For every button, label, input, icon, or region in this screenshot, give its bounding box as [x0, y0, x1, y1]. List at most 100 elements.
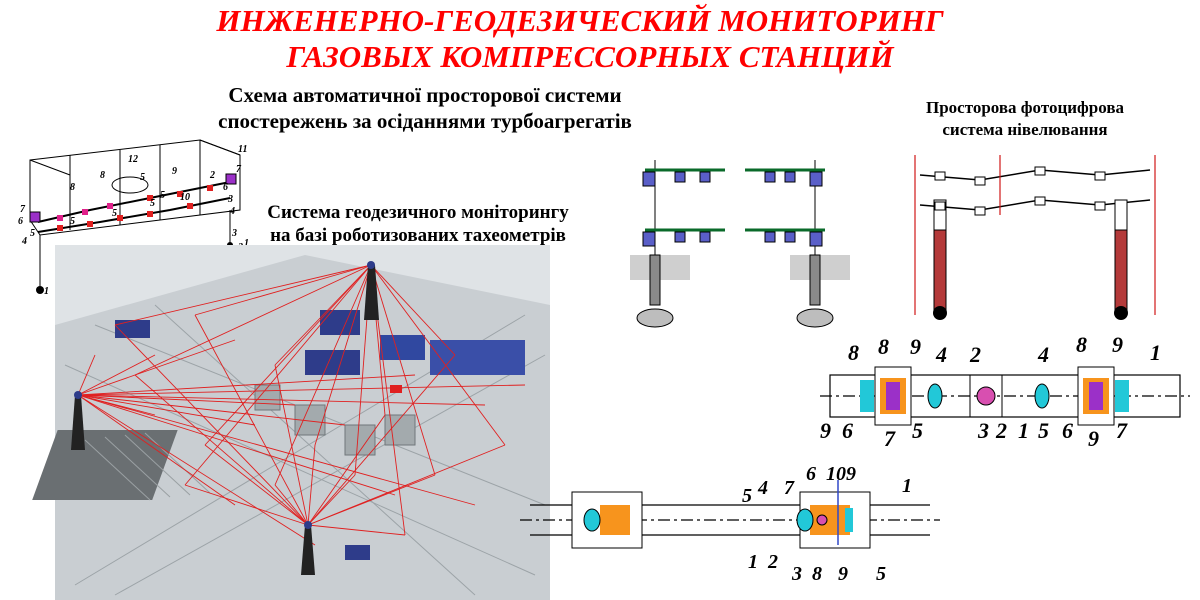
pipe-label-bottom-6: 1	[1018, 418, 1029, 443]
pipe-label-top-3: 4	[935, 342, 947, 367]
sensor-diagrams	[630, 160, 850, 328]
lower-label-top-3: 6	[806, 463, 816, 485]
scheme-heading-line1: Схема автоматичної просторової системи	[228, 83, 622, 107]
scheme-heading-line2: спостережень за осіданнями турбоагрегаті…	[218, 109, 632, 133]
tacheometer-rays	[77, 264, 526, 546]
pipe-label-top-4: 2	[969, 342, 981, 367]
frame-mark-8	[117, 215, 123, 221]
ray-17	[77, 394, 346, 426]
frame-label-19: 4	[229, 206, 235, 217]
frame-mark-5	[207, 185, 213, 191]
pipe-label-top-7: 9	[1112, 332, 1123, 357]
frame-label-6: 7	[236, 164, 242, 175]
ray-18	[77, 374, 416, 396]
pipe-label-bottom-1: 6	[842, 418, 853, 443]
pipe-label-top-8: 1	[1150, 340, 1161, 365]
lower-label-bottom-5: 5	[876, 563, 886, 585]
frame-label-5: 9	[172, 166, 177, 177]
frame-label-17: 5	[112, 208, 117, 219]
ray-32	[307, 414, 386, 526]
frame-mark-1	[82, 209, 88, 215]
ray-30	[274, 364, 309, 526]
lower-label-bottom-0: 1	[748, 551, 758, 573]
ray-11	[274, 264, 372, 486]
frame-mark-9	[147, 211, 153, 217]
lower-label-top-4: 10	[826, 463, 846, 485]
frame-mark-10	[187, 203, 193, 209]
ray-25	[77, 394, 316, 546]
frame-label-22: 1	[244, 238, 249, 249]
ray-37	[204, 444, 309, 526]
ray-33	[307, 354, 456, 526]
pipe-label-bottom-7: 5	[1038, 418, 1049, 443]
lower-label-bottom-3: 8	[812, 563, 822, 585]
ray-22	[77, 394, 256, 426]
frame-label-0: 11	[238, 144, 247, 155]
pipe-label-top-1: 8	[878, 334, 889, 359]
frame-label-8: 6	[223, 182, 228, 193]
ray-38	[184, 484, 309, 526]
frame-mark-6	[57, 225, 63, 231]
pipe-label-bottom-0: 9	[820, 418, 831, 443]
geodetic-heading-line1: Система геодезичного моніторингу	[267, 202, 569, 223]
frame-label-13: 6	[18, 216, 23, 227]
pipe-label-top-0: 8	[848, 340, 859, 365]
frame-label-16: 5	[70, 216, 75, 227]
frame-label-14: 4	[21, 236, 27, 247]
frame-label-3: 8	[100, 170, 105, 181]
ray-41	[134, 374, 309, 526]
frame-scheme: 111288597261053764555543211	[18, 139, 249, 297]
pipe-label-bottom-10: 7	[1116, 418, 1128, 443]
ray-36	[307, 474, 356, 526]
frame-label-18: 5	[150, 198, 155, 209]
ray-6	[370, 264, 506, 446]
site-model	[32, 245, 550, 600]
ray-3	[314, 264, 372, 446]
photo-heading-line1: Просторова фотоцифрова	[925, 98, 1125, 117]
geodetic-heading-line2: на базі роботизованих тахеометрів	[270, 225, 566, 246]
lower-label-bottom-1: 2	[767, 551, 778, 573]
frame-mark-0	[57, 215, 63, 221]
ray-1	[194, 264, 372, 316]
frame-label-12: 7	[20, 204, 26, 215]
lower-label-top-0: 5	[742, 485, 752, 507]
frame-label-11: 3	[227, 194, 233, 205]
geodetic-heading: Система геодезичного моніторингу на базі…	[238, 201, 598, 247]
main-title-line2: ГАЗОВЫХ КОМПРЕССОРНЫХ СТАНЦИЙ	[286, 39, 894, 74]
ray-39	[274, 484, 309, 526]
ray-27	[77, 354, 96, 396]
frame-label-15: 5	[30, 228, 35, 239]
tacheometer-tower-top	[364, 261, 379, 320]
photo-heading: Просторова фотоцифрова система нівелюван…	[880, 97, 1170, 141]
lower-label-top-5: 9	[846, 463, 856, 485]
frame-label-20: 3	[231, 228, 237, 239]
frame-label-9: 10	[180, 192, 190, 203]
ray-9	[204, 264, 372, 446]
ray-5	[370, 264, 456, 356]
ray-7	[370, 264, 436, 476]
frame-mark-2	[107, 203, 113, 209]
pipe-label-bottom-4: 3	[977, 418, 989, 443]
tacheometer-tower-left	[71, 391, 85, 450]
pipe-label-top-5: 4	[1037, 342, 1049, 367]
pipe-label-bottom-9: 9	[1088, 426, 1099, 451]
ray-35	[307, 474, 436, 526]
frame-mark-7	[87, 221, 93, 227]
ray-0	[114, 264, 372, 326]
main-title-line1: ИНЖЕНЕРНО-ГЕОДЕЗИЧЕСКИЙ МОНИТОРИНГ	[216, 3, 944, 38]
frame-label-4: 5	[140, 172, 145, 183]
lower-label-top-6: 1	[902, 475, 912, 497]
ray-40	[307, 524, 406, 536]
lower-label-bottom-2: 3	[791, 563, 802, 585]
frame-marks	[57, 185, 213, 231]
frame-label-23: 1	[44, 286, 49, 297]
pipe-label-bottom-5: 2	[995, 418, 1007, 443]
lower-label-bottom-4: 9	[838, 563, 848, 585]
pipe-label-top-6: 8	[1076, 332, 1087, 357]
ray-19	[77, 394, 486, 406]
ray-24	[77, 394, 236, 506]
frame-mark-3	[147, 195, 153, 201]
pipe-label-top-2: 9	[910, 334, 921, 359]
ray-13	[134, 264, 372, 376]
